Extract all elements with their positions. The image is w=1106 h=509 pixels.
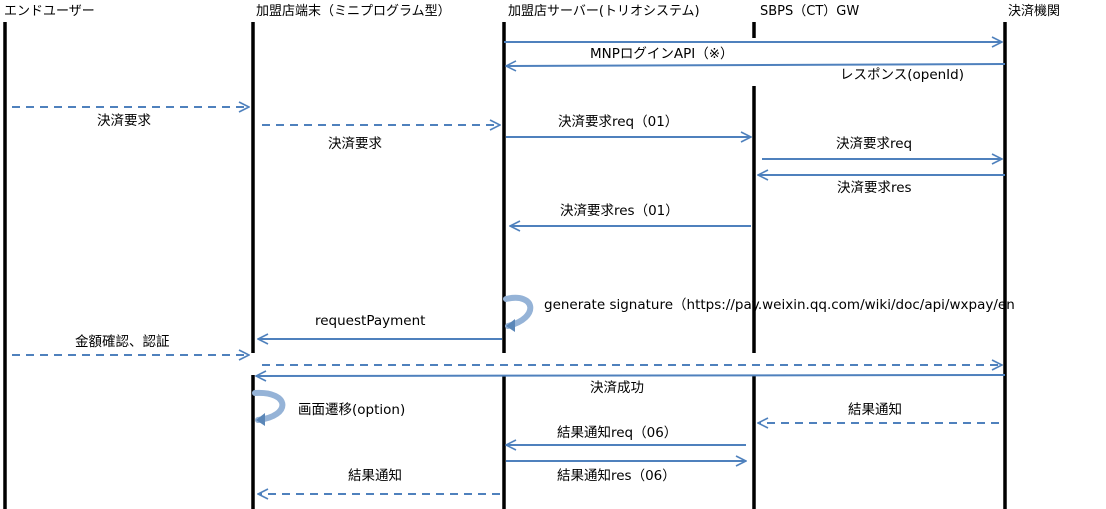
svg-text:結果通知: 結果通知 — [348, 467, 402, 484]
msg-response-openid: レスポンス(openId) — [506, 64, 1006, 83]
svg-text:結果通知res（06）: 結果通知res（06） — [557, 467, 676, 484]
msg-result-req-06: 結果通知req（06） — [506, 424, 746, 445]
msg-pay-res-settle: 決済要求res — [758, 175, 1005, 196]
svg-text:レスポンス(openId): レスポンス(openId) — [840, 67, 964, 83]
svg-text:決済要求: 決済要求 — [328, 136, 382, 152]
svg-text:決済要求res（01）: 決済要求res（01） — [560, 203, 679, 219]
svg-text:決済成功: 決済成功 — [590, 380, 644, 396]
svg-text:決済要求res: 決済要求res — [837, 180, 912, 196]
lane-header-settle: 決済機関 — [1008, 3, 1060, 19]
svg-text:結果通知req（06）: 結果通知req（06） — [557, 424, 677, 441]
msg-pay-request-user: 決済要求 — [12, 107, 249, 129]
svg-text:決済要求req: 決済要求req — [836, 136, 912, 152]
msg-request-payment: requestPayment — [258, 313, 502, 339]
lane-header-server: 加盟店サーバー(トリオシステム) — [508, 4, 700, 19]
msg-generate-signature: generate signature（https://pay.weixin.qq… — [503, 294, 1015, 332]
msg-screen-transition: 画面遷移(option) — [252, 389, 405, 426]
msg-pay-req-gw: 決済要求req — [762, 136, 1002, 159]
svg-text:決済要求: 決済要求 — [97, 113, 151, 129]
msg-amount-confirm: 金額確認、認証 — [12, 334, 249, 355]
svg-text:金額確認、認証: 金額確認、認証 — [75, 334, 170, 350]
msg-pay-req-01: 決済要求req（01） — [506, 114, 751, 137]
lifelines — [3, 22, 1007, 509]
lane-header-user: エンドユーザー — [4, 4, 95, 19]
lane-header-terminal: 加盟店端末（ミニプログラム型） — [256, 4, 451, 19]
lane-header-gw: SBPS（CT）GW — [760, 4, 859, 19]
msg-result-notify-terminal: 結果通知 — [258, 467, 500, 494]
svg-text:requestPayment: requestPayment — [315, 313, 425, 329]
msg-pay-success: 決済成功 — [256, 375, 1006, 396]
svg-text:画面遷移(option): 画面遷移(option) — [298, 402, 405, 418]
svg-text:MNPログインAPI（※）: MNPログインAPI（※） — [590, 46, 734, 62]
msg-mnp-login: MNPログインAPI（※） — [504, 42, 1002, 62]
msg-pay-res-01: 決済要求res（01） — [510, 203, 751, 226]
svg-text:generate signature（https://pay: generate signature（https://pay.weixin.qq… — [544, 297, 1015, 313]
msg-result-notify-settle: 結果通知 — [758, 401, 999, 423]
msg-pay-request-terminal: 決済要求 — [262, 125, 500, 152]
msg-result-res-06: 結果通知res（06） — [506, 461, 746, 484]
svg-text:結果通知: 結果通知 — [848, 401, 902, 418]
svg-text:決済要求req（01）: 決済要求req（01） — [558, 114, 678, 130]
